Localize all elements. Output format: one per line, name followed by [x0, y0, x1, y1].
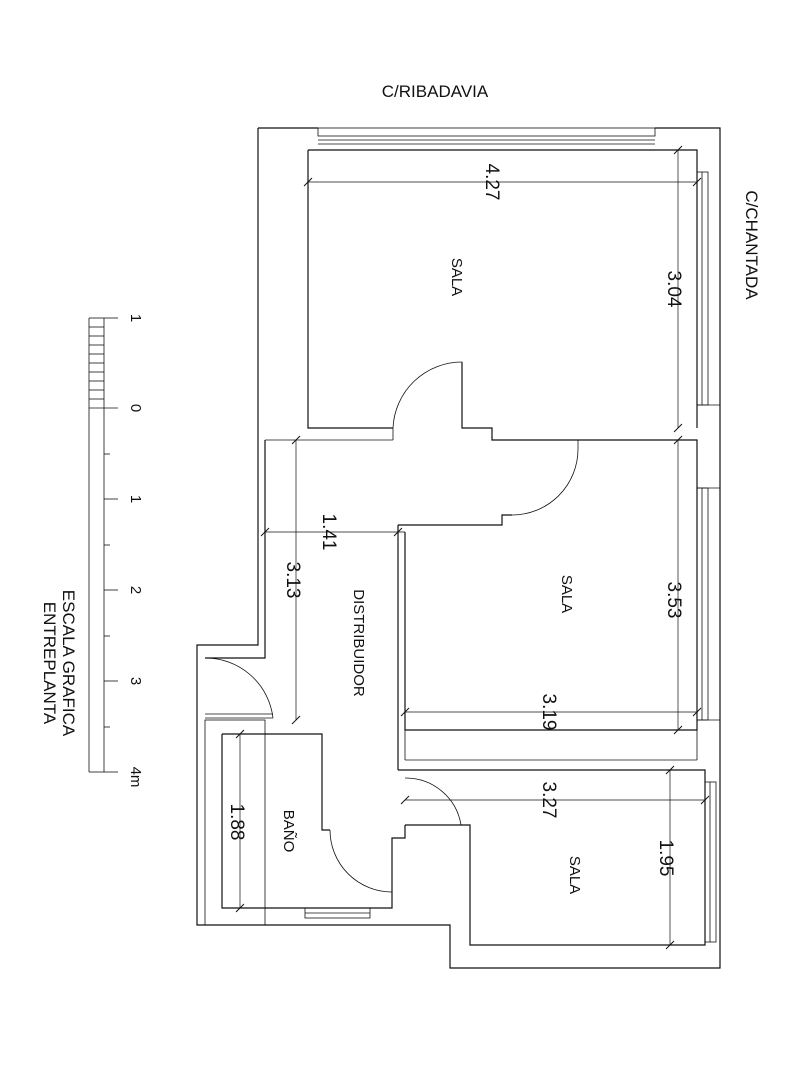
distribuidor-walls [204, 439, 579, 770]
dim-sala-2-depth: 3.53 [663, 582, 684, 619]
dim-distribuidor-width: 1.41 [318, 514, 339, 551]
sala-2-walls [398, 439, 720, 761]
scale-tick-label: 1 [127, 314, 144, 322]
scale-title: ESCALA GRAFICA [59, 590, 78, 737]
room-label-sala-2: SALA [558, 575, 575, 613]
sala-3-walls [398, 769, 717, 946]
dim-sala-3-depth: 1.95 [655, 840, 676, 877]
room-label-distribuidor: DISTRIBUIDOR [350, 589, 367, 697]
outer-walls [196, 127, 721, 969]
room-label-sala-3: SALA [566, 856, 583, 894]
scale-tick-label: 2 [127, 586, 144, 594]
sala-1-walls [265, 149, 720, 489]
dim-sala-1-width: 4.27 [481, 164, 502, 201]
room-label-bano: BAÑO [280, 810, 297, 853]
scale-tick-label: 3 [127, 677, 144, 685]
dim-sala-2-width: 3.19 [538, 694, 559, 731]
scale-bar [88, 317, 118, 773]
dimension-lines [235, 145, 710, 950]
dim-sala-1-depth: 3.04 [663, 271, 684, 308]
scale-tick-label: 4m [127, 767, 144, 788]
scale-tick-label: 0 [127, 404, 144, 412]
room-label-sala-1: SALA [448, 258, 465, 296]
dim-bano-length: 1.88 [226, 804, 247, 841]
bano-walls [204, 719, 406, 926]
scale-tick-label: 1 [127, 495, 144, 503]
dim-distribuidor-length: 3.13 [282, 562, 303, 599]
scale-subtitle: ENTREPLANTA [40, 602, 59, 725]
street-label-north: C/RIBADAVIA [382, 82, 489, 101]
dim-sala-3-width: 3.27 [538, 782, 559, 819]
street-label-east: C/CHANTADA [742, 190, 761, 300]
